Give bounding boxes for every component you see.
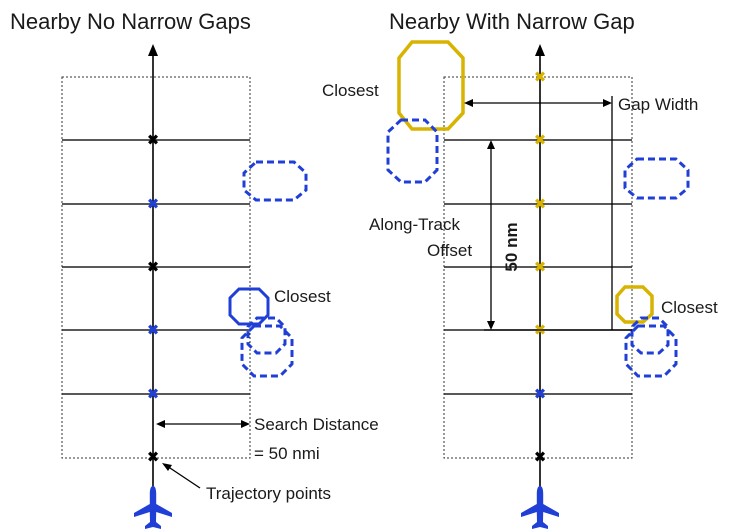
- cross-marker-icon: ✖: [534, 258, 547, 276]
- cross-marker-icon: ✖: [534, 385, 547, 403]
- weather-cell-icon: [246, 316, 287, 355]
- cross-marker-icon: ✖: [147, 258, 160, 276]
- trajectory-points-label: Trajectory points: [206, 484, 331, 503]
- weather-cell-icon: [228, 287, 270, 326]
- search-distance-value: = 50 nmi: [254, 444, 320, 463]
- right-axis-arrowhead: [535, 44, 545, 56]
- cross-marker-icon: ✖: [147, 385, 160, 403]
- cross-marker-icon: ✖: [147, 448, 160, 466]
- left-axis-arrowhead: [148, 44, 158, 56]
- left-grid-box: [61, 76, 251, 459]
- search-distance-arrow: [156, 420, 250, 428]
- left-panel: Nearby No Narrow Gaps ✖ ✖ ✖ ✖ ✖ ✖: [10, 9, 379, 529]
- trajectory-pointer-arrowhead: [162, 463, 172, 471]
- weather-cell-icon: [240, 324, 294, 378]
- weather-cell-icon: [623, 157, 690, 200]
- left-grid-lines: [62, 139, 250, 395]
- weather-cell-icon: [630, 316, 670, 355]
- weather-cell-icon: [624, 324, 678, 378]
- right-closest-top-label: Closest: [322, 81, 379, 100]
- airplane-icon: [521, 486, 559, 529]
- gap-cell-icon: [397, 40, 465, 131]
- left-panel-title: Nearby No Narrow Gaps: [10, 9, 251, 34]
- right-closest-bottom-label: Closest: [661, 298, 718, 317]
- right-weather-cells: [386, 118, 690, 378]
- gap-width-arrow: [464, 96, 613, 330]
- search-distance-label: Search Distance: [254, 415, 379, 434]
- cross-marker-icon: ✖: [147, 195, 160, 213]
- right-grid-box: [443, 76, 633, 459]
- left-weather-cells: [228, 160, 308, 378]
- gap-cell-icon: [615, 285, 654, 324]
- right-grid-lines: [444, 139, 632, 395]
- cross-marker-icon: ✖: [534, 195, 547, 213]
- cross-marker-icon: ✖: [147, 131, 160, 149]
- cross-marker-icon: ✖: [534, 131, 547, 149]
- right-panel: Nearby With Narrow Gap ✖ ✖ ✖ ✖ ✖ ✖ ✖: [322, 9, 718, 529]
- offset-label: Offset: [427, 241, 472, 260]
- gap-width-label: Gap Width: [618, 95, 698, 114]
- along-track-arrow: [484, 140, 632, 331]
- airplane-icon: [134, 486, 172, 529]
- cross-marker-icon: ✖: [534, 68, 547, 86]
- left-closest-label: Closest: [274, 287, 331, 306]
- cross-marker-icon: ✖: [534, 448, 547, 466]
- right-panel-title: Nearby With Narrow Gap: [389, 9, 635, 34]
- left-trajectory-markers: ✖ ✖ ✖ ✖ ✖ ✖: [147, 131, 160, 466]
- weather-cell-icon: [242, 160, 308, 202]
- cross-marker-icon: ✖: [147, 321, 160, 339]
- trajectory-pointer-line: [166, 465, 201, 489]
- along-track-label: Along-Track: [369, 215, 461, 234]
- distance-label: 50 nm: [502, 222, 521, 271]
